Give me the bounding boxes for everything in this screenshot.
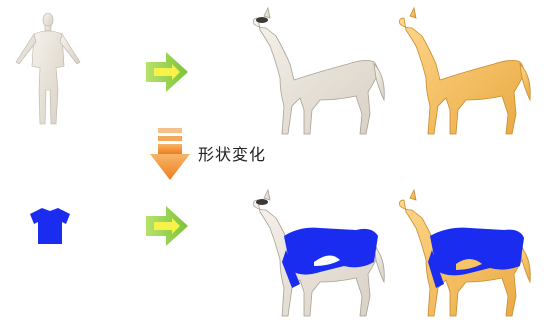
tshirt-icon xyxy=(30,208,70,244)
human-figure-icon xyxy=(16,13,80,124)
down-arrow-icon xyxy=(150,128,190,180)
right-arrow-icon xyxy=(146,52,188,92)
right-arrow-icon xyxy=(146,206,188,246)
horse-model-icon xyxy=(254,8,385,134)
shape-change-caption: 形状変化 xyxy=(198,141,266,165)
horse-model-icon xyxy=(400,8,531,134)
